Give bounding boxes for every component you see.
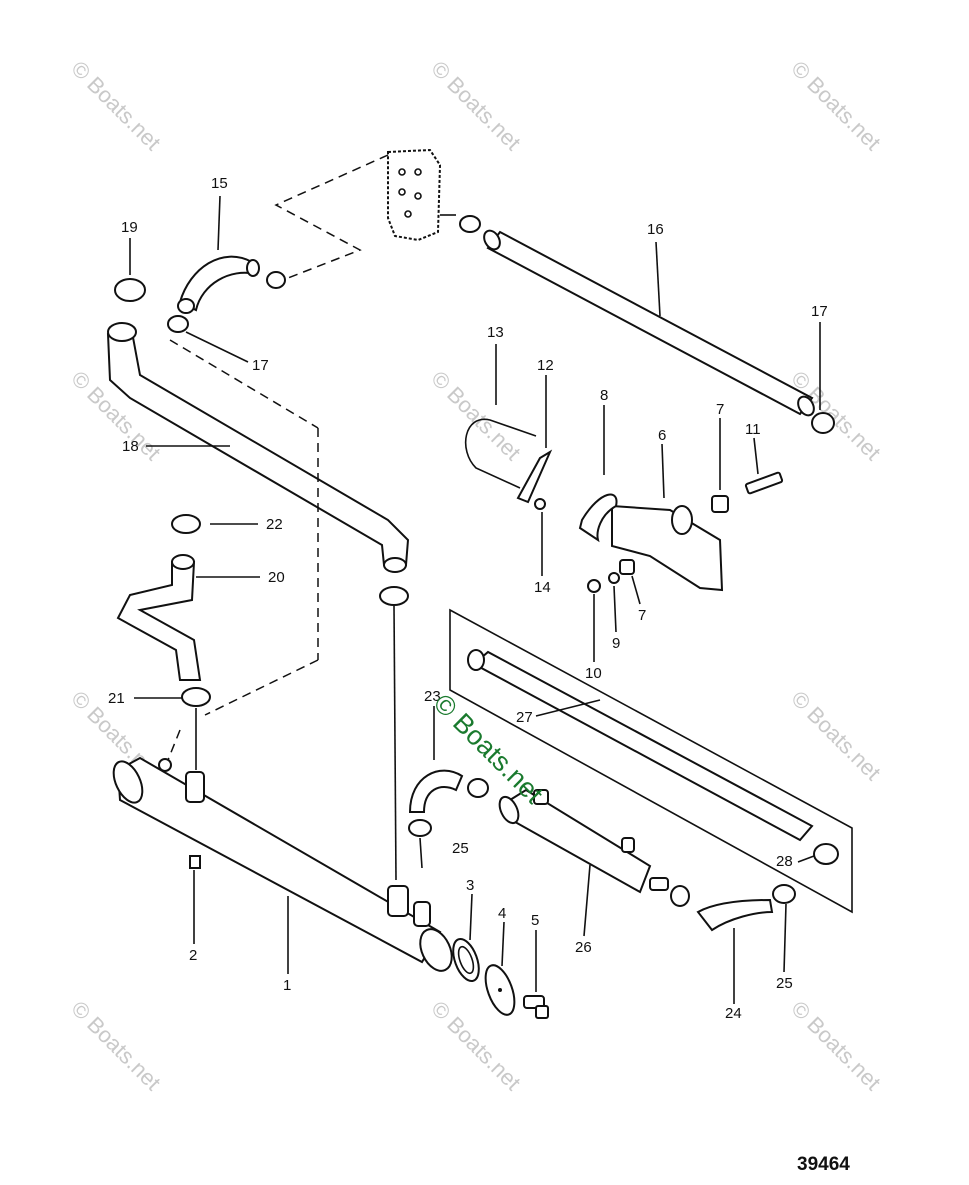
callout-14: 14	[534, 579, 551, 596]
callout-7: 7	[716, 401, 724, 418]
callout-26: 26	[575, 939, 592, 956]
callout-5: 5	[531, 912, 539, 929]
panel-27	[449, 608, 853, 914]
callout-3: 3	[466, 877, 474, 894]
clamp-17-left	[167, 315, 189, 333]
nut-14	[534, 498, 546, 510]
watermark-text: © Boats.net	[426, 56, 525, 155]
hose-18	[106, 322, 410, 573]
clamp-21	[181, 687, 211, 707]
callout-20: 20	[268, 569, 285, 586]
callout-12: 12	[537, 357, 554, 374]
bracket-6	[611, 504, 724, 592]
clamp-22	[171, 514, 201, 534]
figure-number: 39464	[797, 1154, 850, 1175]
callout-17: 17	[811, 303, 828, 320]
clamp-19	[114, 278, 146, 302]
callout-19: 19	[121, 219, 138, 236]
cooler-26	[498, 788, 690, 907]
watermark-text: © Boats.net	[786, 56, 885, 155]
clamp-17-right	[811, 412, 835, 434]
engine-block-fragment	[387, 148, 456, 242]
callout-24: 24	[725, 1005, 742, 1022]
tube-16	[459, 215, 815, 417]
watermark-text: © Boats.net	[66, 56, 165, 155]
callout-25: 25	[452, 840, 469, 857]
hose-15	[177, 255, 286, 314]
watermark-text: © Boats.net	[786, 366, 885, 465]
u-bolt-13	[464, 418, 537, 489]
callout-leaders	[129, 195, 821, 1004]
callout-labels: 15 19 16 17 17 18 22 20 21 13 12 8 6 7 1…	[108, 175, 828, 1022]
watermark-text: © Boats.net	[426, 366, 525, 465]
heat-exchanger-1	[112, 756, 453, 972]
callout-4: 4	[498, 905, 506, 922]
pad-8	[578, 493, 618, 543]
link-12	[516, 449, 553, 504]
elbow-23	[408, 769, 489, 813]
nut-10	[587, 579, 601, 593]
drain-plug-2	[189, 855, 201, 869]
leader-dashed	[204, 659, 319, 716]
watermark-text: © Boats.net	[66, 996, 165, 1095]
bushing-7-upper	[711, 495, 729, 513]
leader-dashed	[167, 729, 181, 761]
callout-8: 8	[600, 387, 608, 404]
callout-10: 10	[585, 665, 602, 682]
callout-18: 18	[122, 438, 139, 455]
clamp-25-right	[772, 884, 796, 904]
center-watermark: © Boats.net	[428, 688, 550, 810]
callout-7: 7	[638, 607, 646, 624]
clamp-25-left	[408, 819, 432, 837]
callout-15: 15	[211, 175, 228, 192]
callout-17: 17	[252, 357, 269, 374]
gasket-3	[452, 937, 480, 983]
leader-dashed	[269, 154, 389, 286]
watermark-text: © Boats.net	[786, 686, 885, 785]
clamp-18-bottom	[379, 586, 409, 606]
washer-9	[608, 572, 620, 584]
callout-2: 2	[189, 947, 197, 964]
hose-24	[696, 898, 774, 932]
callout-23: 23	[424, 688, 441, 705]
callout-6: 6	[658, 427, 666, 444]
bushing-7-lower	[619, 559, 635, 575]
callout-28: 28	[776, 853, 793, 870]
callout-25: 25	[776, 975, 793, 992]
callout-11: 11	[745, 421, 761, 438]
callout-9: 9	[612, 635, 620, 652]
cover-4	[484, 964, 516, 1016]
leader-line	[393, 605, 397, 881]
screw-5	[523, 995, 549, 1019]
watermark-text: © Boats.net	[786, 996, 885, 1095]
callout-21: 21	[108, 690, 125, 707]
callout-16: 16	[647, 221, 664, 238]
hose-20	[116, 554, 202, 681]
callout-22: 22	[266, 516, 283, 533]
callout-27: 27	[516, 709, 533, 726]
callout-13: 13	[487, 324, 504, 341]
leader-dashed	[169, 339, 319, 429]
stud-11	[744, 471, 784, 495]
callout-1: 1	[283, 977, 291, 994]
